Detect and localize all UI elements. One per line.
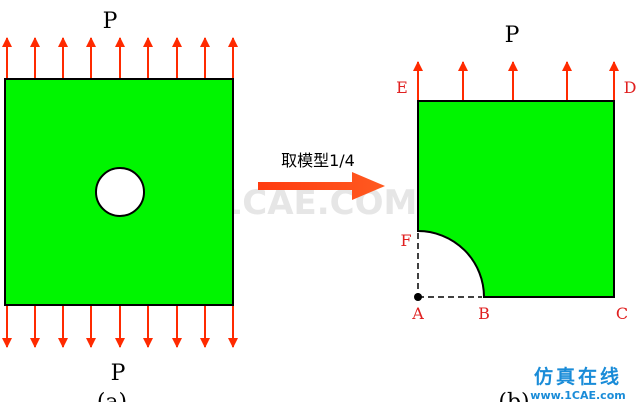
point-label-d: D xyxy=(624,78,637,97)
right-top-load-arrows xyxy=(413,61,619,101)
point-label-e: E xyxy=(396,78,408,97)
watermark-url: www.1CAE.com xyxy=(530,389,625,402)
watermark-cn: 仿真在线 xyxy=(534,365,622,388)
quarter-plate xyxy=(417,100,615,298)
point-label-b: B xyxy=(478,304,490,323)
left-figure: P P (a) xyxy=(1,9,238,402)
origin-point xyxy=(414,293,422,301)
corner-watermark: 仿真在线 www.1CAE.com xyxy=(530,365,625,402)
transition-label: 取模型1/4 xyxy=(281,151,355,170)
hole xyxy=(95,167,145,217)
caption-b: (b) xyxy=(498,390,529,402)
load-label-right: P xyxy=(505,23,520,48)
transition: 取模型1/4 xyxy=(258,151,385,200)
load-label-top: P xyxy=(103,9,118,34)
load-label-bottom: P xyxy=(111,361,126,386)
point-label-f: F xyxy=(400,231,411,250)
big-arrow-icon xyxy=(258,172,385,200)
left-top-load-arrows xyxy=(1,37,238,79)
caption-a: (a) xyxy=(97,390,127,402)
right-figure: P E D F A B C (b) xyxy=(396,23,636,402)
left-bottom-load-arrows xyxy=(2,305,238,348)
point-label-a: A xyxy=(411,304,424,323)
point-label-c: C xyxy=(616,304,628,323)
